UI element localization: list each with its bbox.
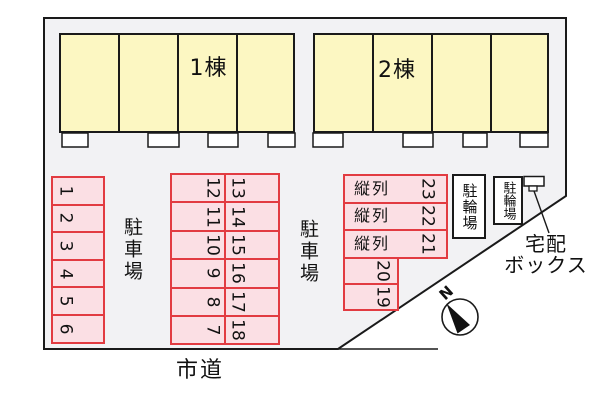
tandem-label: 縦列 (354, 178, 391, 198)
delivery-box-icon (523, 175, 545, 192)
entrance-porch (312, 132, 344, 148)
building-2-unit-divider (490, 35, 492, 131)
building-2: 2棟 (313, 33, 549, 133)
tandem-label: 縦列 (354, 206, 391, 226)
parking-stall-18: 18 (224, 315, 280, 346)
bicycle-parking-box-2: 駐輪場 (493, 176, 523, 225)
parking-stall-9: 9 (170, 258, 226, 289)
parking-stall-17: 17 (224, 286, 280, 317)
stall-number: 21 (417, 233, 438, 255)
parking-stall-12: 12 (170, 173, 226, 204)
parking-stall-2: 2 (51, 203, 105, 234)
bicycle-parking-label: 駐輪場 (460, 182, 479, 231)
entrance-porches (61, 132, 549, 148)
stall-number: 8 (202, 296, 223, 308)
building-2-label: 2棟 (378, 58, 416, 83)
parking-stall-4: 4 (51, 258, 105, 289)
parking-stall-19: 19 (343, 283, 399, 311)
stall-number: 2 (55, 212, 76, 224)
tandem-label: 縦列 (354, 233, 391, 253)
entrance-porch (519, 132, 549, 148)
parking-stall-21: 21 縦列 (343, 229, 448, 259)
stall-number: 13 (227, 177, 248, 200)
parking-stall-11: 11 (170, 201, 226, 232)
building-1: 1棟 (59, 33, 295, 133)
parking-stall-1: 1 (51, 176, 105, 206)
stall-number: 7 (202, 324, 223, 336)
stall-number: 12 (202, 177, 223, 200)
parking-stall-23: 23 縦列 (343, 174, 448, 204)
parking-stall-20: 20 (343, 257, 399, 285)
stall-number: 18 (227, 319, 248, 342)
parking-stall-5: 5 (51, 286, 105, 316)
delivery-box-label-line1: 宅配 (525, 232, 567, 256)
stall-number: 17 (227, 290, 248, 313)
stall-number: 22 (417, 205, 438, 228)
stall-number: 1 (55, 185, 76, 197)
parking-stall-6: 6 (51, 314, 105, 344)
parking-area-label-left: 駐車場 (120, 217, 143, 283)
building-1-label: 1棟 (189, 56, 228, 81)
entrance-porch (207, 132, 239, 148)
bicycle-parking-label: 駐輪場 (500, 181, 516, 220)
stall-number: 20 (372, 260, 393, 282)
stall-number: 3 (55, 240, 76, 252)
stall-number: 19 (372, 286, 393, 308)
parking-stall-3: 3 (51, 231, 105, 261)
entrance-porch (61, 132, 89, 148)
building-1-unit-divider (118, 35, 120, 131)
delivery-box-label: 宅配 ボックス (500, 234, 592, 276)
parking-stall-15: 15 (224, 229, 280, 261)
stall-number: 4 (55, 268, 76, 280)
stall-number: 9 (202, 267, 223, 279)
stall-number: 16 (227, 262, 248, 285)
stall-number: 15 (227, 234, 248, 256)
delivery-box-label-line2: ボックス (504, 253, 588, 277)
parking-stall-16: 16 (224, 258, 280, 289)
stall-number: 6 (55, 323, 76, 335)
entrance-porch (402, 132, 434, 148)
parking-stall-7: 7 (170, 315, 226, 346)
building-2-unit-divider (372, 35, 374, 131)
stall-number: 5 (55, 295, 76, 307)
entrance-porch (147, 132, 180, 148)
delivery-box-leader-line (533, 190, 550, 234)
stall-number: 14 (227, 205, 248, 228)
road-label: 市道 (176, 358, 225, 383)
building-1-unit-divider (177, 35, 179, 131)
parking-stall-22: 22 縦列 (343, 201, 448, 232)
parking-stall-14: 14 (224, 201, 280, 232)
parking-area-label-center: 駐車場 (296, 219, 319, 285)
stall-number: 10 (202, 234, 223, 256)
building-1-unit-divider (236, 35, 238, 131)
parking-stall-10: 10 (170, 229, 226, 261)
parking-stall-8: 8 (170, 286, 226, 317)
parking-stall-13: 13 (224, 173, 280, 204)
stall-number: 11 (202, 205, 223, 228)
stall-number: 23 (417, 177, 438, 200)
bicycle-parking-box-1: 駐輪場 (452, 174, 486, 239)
compass-icon (441, 298, 479, 336)
entrance-porch (462, 132, 488, 148)
building-2-unit-divider (431, 35, 433, 131)
entrance-porch (267, 132, 296, 148)
